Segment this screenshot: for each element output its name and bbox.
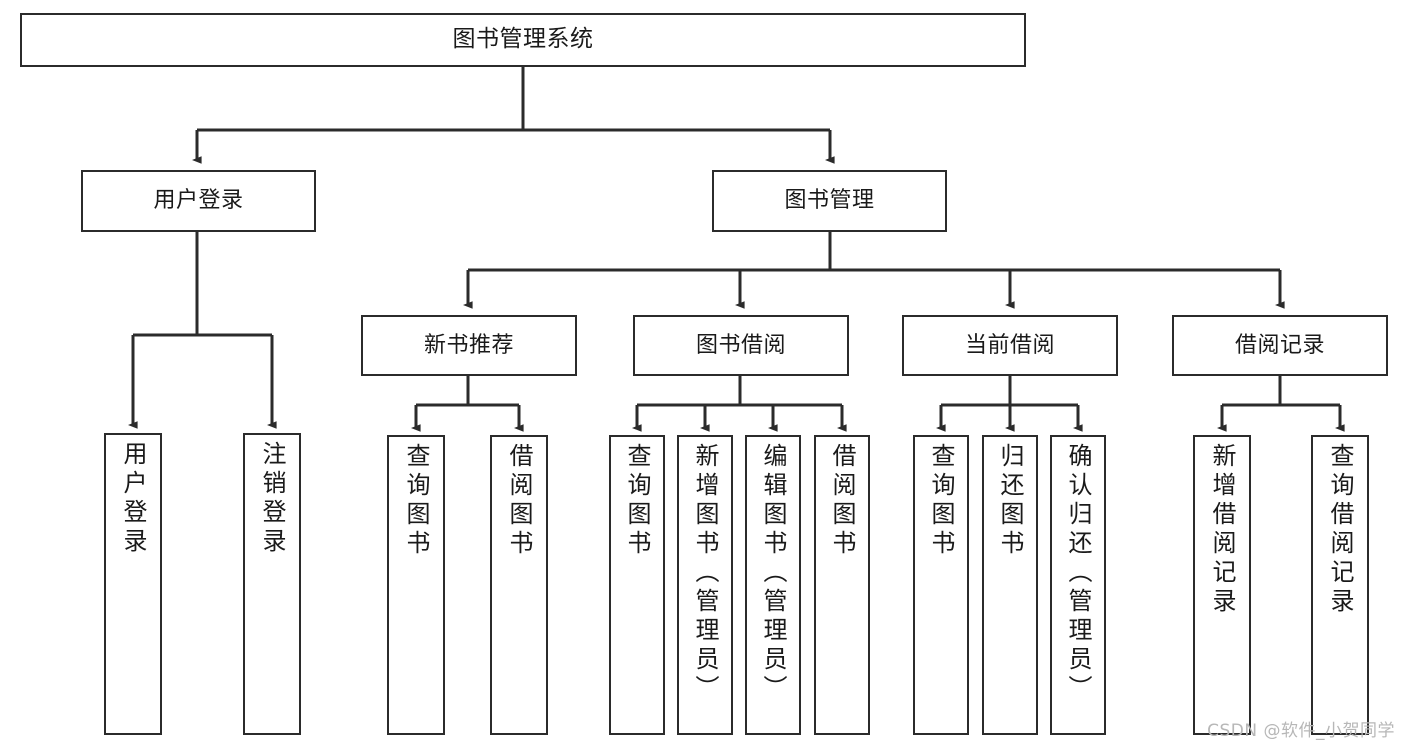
node-label: 新书推荐 — [423, 332, 514, 358]
node-new-book-recommend[interactable]: 新书推荐 — [361, 315, 577, 376]
node-label: 借阅记录 — [1234, 332, 1325, 358]
node-borrow-record[interactable]: 借阅记录 — [1172, 315, 1388, 376]
node-label: 编辑图书（管理员） — [759, 443, 787, 704]
leaf-confirm-return-admin[interactable]: 确认归还（管理员） — [1050, 435, 1106, 735]
node-label: 注销登录 — [258, 441, 286, 557]
node-label: 归还图书 — [996, 443, 1024, 559]
leaf-edit-book-admin[interactable]: 编辑图书（管理员） — [745, 435, 801, 735]
leaf-query-book-recommend[interactable]: 查询图书 — [387, 435, 445, 735]
node-user-login[interactable]: 用户登录 — [81, 170, 316, 232]
watermark: CSDN @软件_小贺同学 — [1207, 721, 1395, 741]
leaf-add-borrow-record[interactable]: 新增借阅记录 — [1193, 435, 1251, 735]
node-book-borrow[interactable]: 图书借阅 — [633, 315, 849, 376]
leaf-return-book[interactable]: 归还图书 — [982, 435, 1038, 735]
node-label: 当前借阅 — [964, 332, 1055, 358]
node-label: 图书管理 — [784, 188, 875, 214]
node-label: 查询图书 — [927, 443, 955, 559]
node-label: 用户登录 — [119, 441, 147, 557]
leaf-add-book-admin[interactable]: 新增图书（管理员） — [677, 435, 733, 735]
leaf-query-book-current[interactable]: 查询图书 — [913, 435, 969, 735]
node-label: 用户登录 — [153, 188, 244, 214]
node-label: 新增借阅记录 — [1208, 443, 1236, 617]
node-current-borrow[interactable]: 当前借阅 — [902, 315, 1118, 376]
node-label: 确认归还（管理员） — [1064, 443, 1092, 704]
node-label: 查询借阅记录 — [1326, 443, 1354, 617]
leaf-logout-login[interactable]: 注销登录 — [243, 433, 301, 735]
node-book-management-system[interactable]: 图书管理系统 — [20, 13, 1026, 67]
node-label: 新增图书（管理员） — [691, 443, 719, 704]
node-label: 查询图书 — [623, 443, 651, 559]
leaf-user-login[interactable]: 用户登录 — [104, 433, 162, 735]
leaf-query-borrow-record[interactable]: 查询借阅记录 — [1311, 435, 1369, 735]
node-label: 查询图书 — [402, 443, 430, 559]
leaf-borrow-book-recommend[interactable]: 借阅图书 — [490, 435, 548, 735]
node-book-management[interactable]: 图书管理 — [712, 170, 947, 232]
leaf-borrow-book[interactable]: 借阅图书 — [814, 435, 870, 735]
node-label: 图书管理系统 — [452, 26, 594, 53]
node-label: 图书借阅 — [695, 332, 786, 358]
node-label: 借阅图书 — [828, 443, 856, 559]
leaf-query-book-borrow[interactable]: 查询图书 — [609, 435, 665, 735]
node-label: 借阅图书 — [505, 443, 533, 559]
